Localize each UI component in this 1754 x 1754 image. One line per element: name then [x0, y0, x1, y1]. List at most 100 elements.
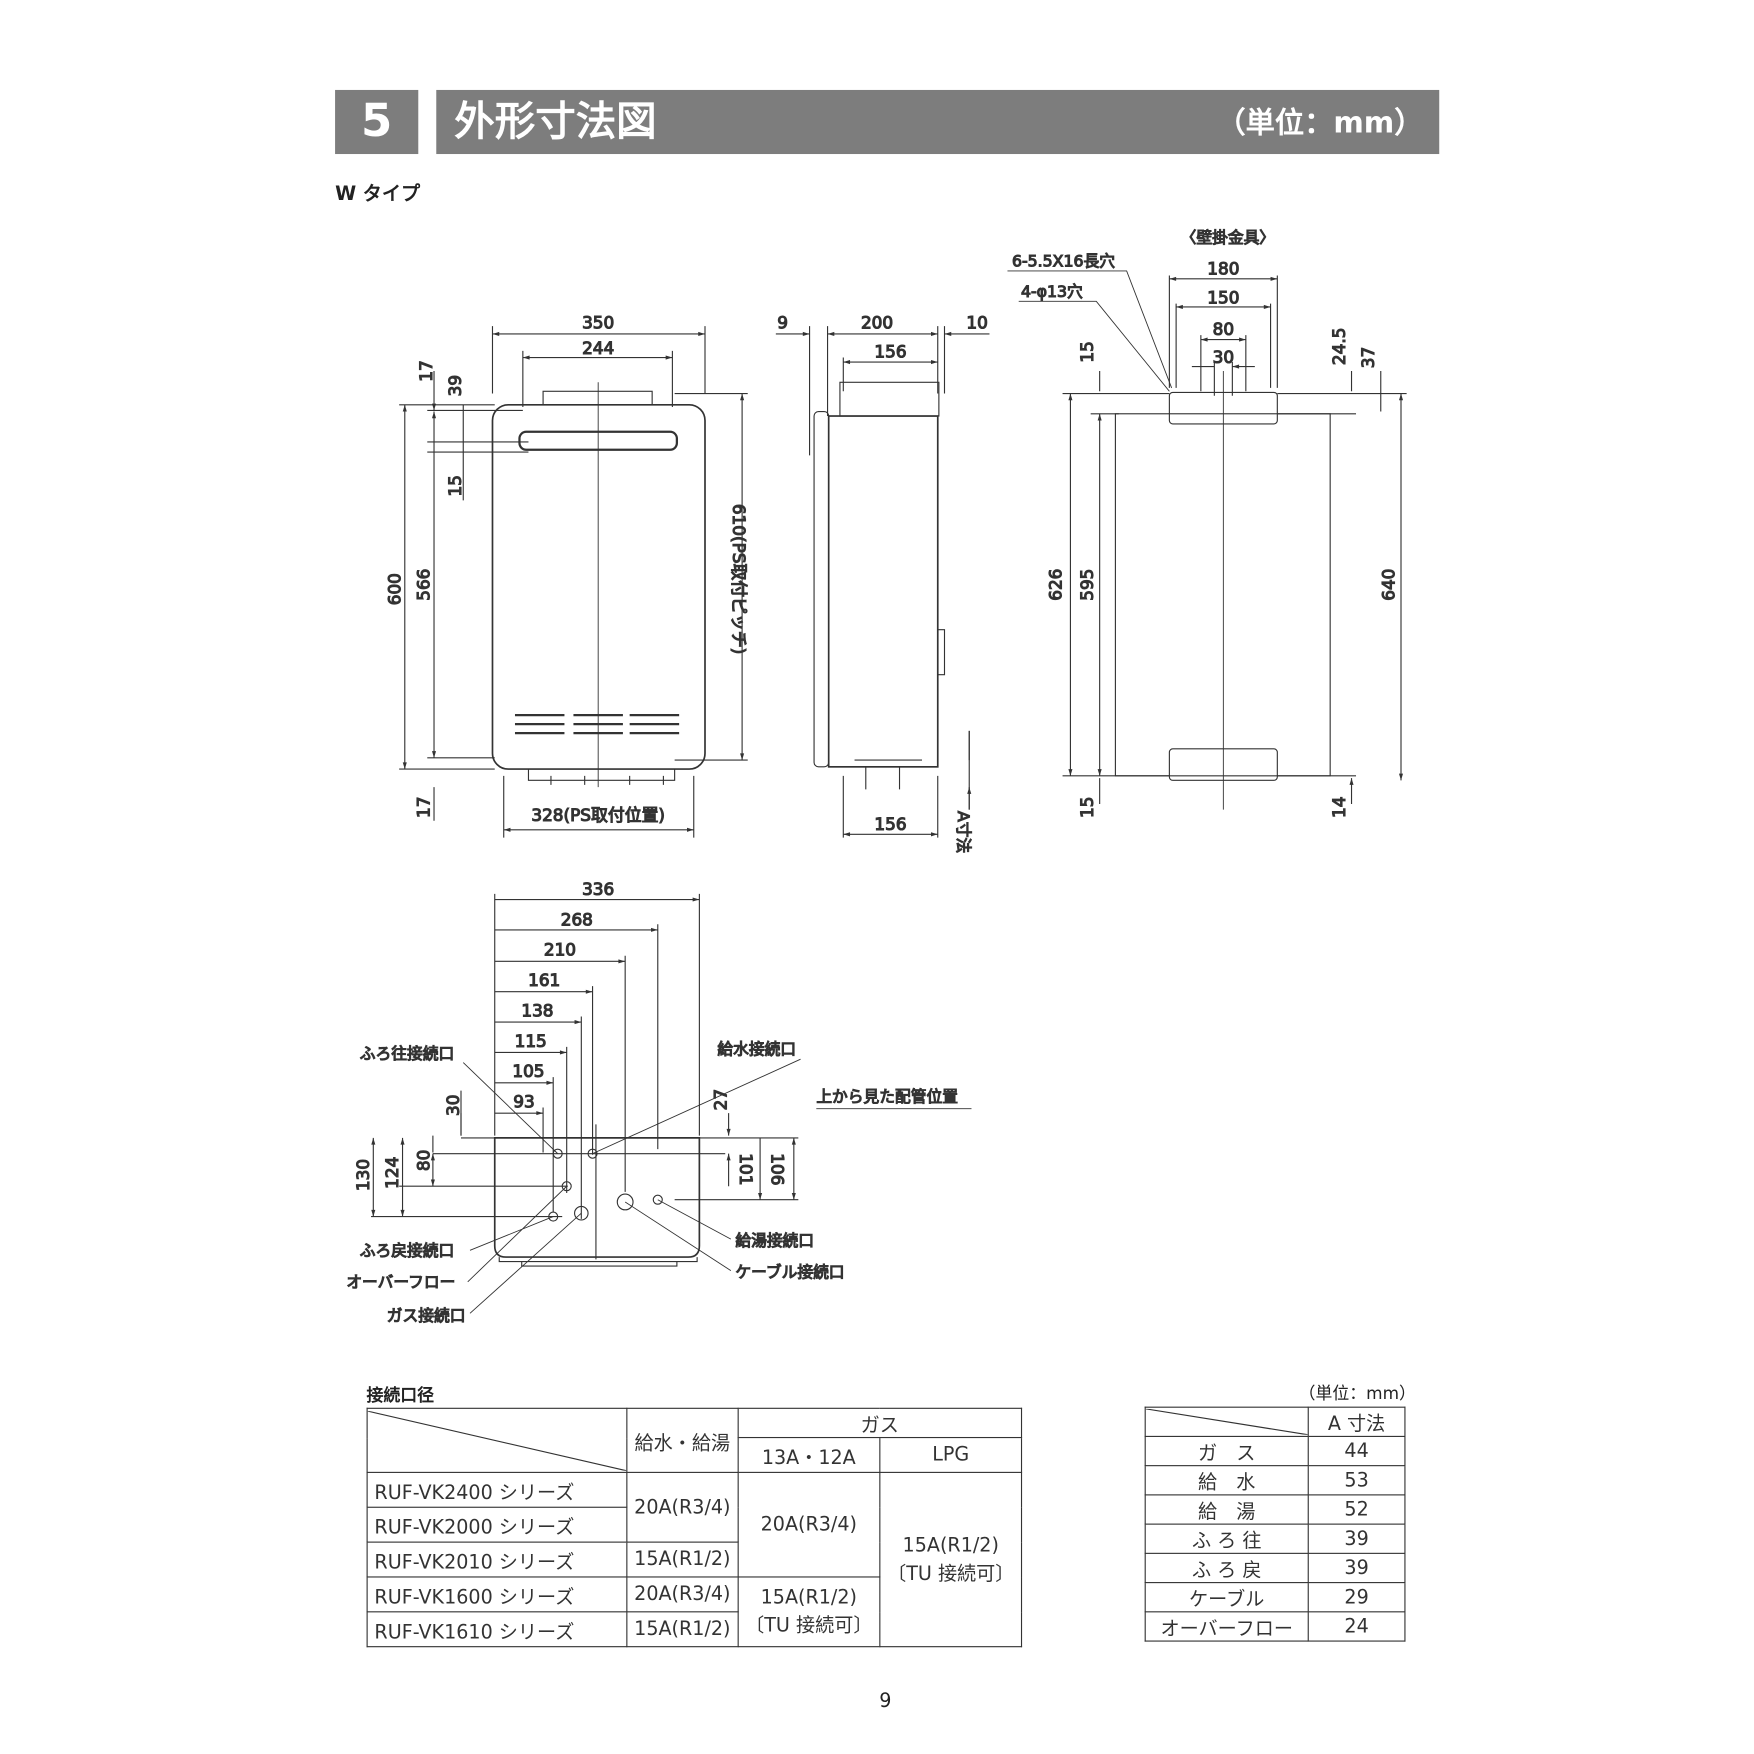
bracket-title: 〈壁掛金具〉 — [1181, 228, 1275, 247]
gas13-size: 15A(R1/2) 〔TU 接続可〕 — [737, 1576, 881, 1648]
dim-37: 37 — [1358, 347, 1378, 368]
dim-80-top: 80 — [414, 1150, 434, 1171]
dim-600: 600 — [384, 573, 404, 605]
dim-39: 39 — [445, 375, 465, 396]
dim-15-top: 15 — [1077, 341, 1097, 362]
dim-244: 244 — [582, 338, 614, 358]
row-value: 29 — [1307, 1582, 1406, 1613]
dim-10: 10 — [966, 312, 987, 332]
dim-268: 268 — [561, 909, 593, 929]
row-name: ケーブル — [1144, 1582, 1309, 1613]
water-size: 20A(R3/4) — [626, 1471, 739, 1543]
section-number: 5 — [335, 89, 419, 155]
table-row: RUF-VK2000 シリーズ — [366, 1506, 1022, 1543]
dim-210: 210 — [544, 940, 576, 960]
row-value: 44 — [1307, 1435, 1406, 1467]
dim-130: 130 — [353, 1159, 373, 1191]
dim-138: 138 — [521, 1000, 553, 1020]
dim-15-vent: 15 — [445, 475, 465, 496]
label-bath-out: ふろ往接続口 — [360, 1044, 454, 1063]
dim-101: 101 — [736, 1153, 756, 1185]
type-subtitle: W タイプ — [335, 183, 421, 206]
dim-93: 93 — [513, 1092, 534, 1112]
side-view: 9 200 10 156 156 A寸法 — [775, 312, 990, 854]
dim-17-bottom: 17 — [414, 797, 434, 818]
row-value: 52 — [1307, 1494, 1406, 1525]
water-size: 15A(R1/2) — [626, 1611, 739, 1648]
diagonal-header-cell — [1144, 1406, 1309, 1437]
dim-15-bottom: 15 — [1077, 797, 1097, 818]
dim-156-top: 156 — [874, 342, 906, 362]
dim-640: 640 — [1378, 569, 1398, 601]
dim-161: 161 — [528, 970, 560, 990]
dim-30: 30 — [1213, 347, 1234, 367]
model-name: RUF-VK1600 シリーズ — [366, 1576, 628, 1613]
dim-156-bottom: 156 — [874, 814, 906, 834]
label-bath-return: ふろ戻接続口 — [360, 1241, 454, 1260]
dim-a: A寸法 — [954, 811, 973, 853]
top-view: 336 268 210 161 138 115 105 93 30 27 130… — [346, 878, 972, 1326]
label-overflow: オーバーフロー — [346, 1272, 455, 1291]
row-name: オーバーフロー — [1144, 1611, 1309, 1642]
dim-14: 14 — [1329, 797, 1349, 818]
table-row: RUF-VK2400 シリーズ 20A(R3/4) 20A(R3/4) 15A(… — [366, 1471, 1023, 1648]
dim-350: 350 — [582, 312, 614, 332]
header-a-dim: A 寸法 — [1307, 1406, 1406, 1437]
row-name: 給 水 — [1144, 1465, 1309, 1496]
dim-30-top: 30 — [443, 1095, 463, 1116]
row-name: 給 湯 — [1144, 1494, 1309, 1525]
model-name: RUF-VK2400 シリーズ — [366, 1471, 628, 1508]
slot-label: 6-5.5X16長穴 — [1012, 251, 1115, 270]
water-size: 20A(R3/4) — [626, 1576, 739, 1613]
hole-label: 4-φ13穴 — [1021, 282, 1083, 301]
a-table-unit: （単位：mm） — [1298, 1383, 1416, 1404]
dimension-drawings: 350 244 17 39 15 600 566 610(PS取付ピッチ) 17… — [346, 227, 1407, 1326]
dim-106: 106 — [767, 1153, 787, 1185]
section-header: 外形寸法図 （単位：mm） — [436, 89, 1440, 155]
bracket-view: 〈壁掛金具〉 6-5.5X16長穴 4-φ13穴 180 150 80 30 1… — [1007, 227, 1407, 819]
dim-336: 336 — [582, 879, 614, 899]
label-gas: ガス接続口 — [387, 1306, 466, 1325]
row-name: ふ ろ 戻 — [1144, 1552, 1309, 1584]
row-name: ガ ス — [1144, 1435, 1309, 1467]
dim-595: 595 — [1077, 569, 1097, 601]
water-size: 15A(R1/2) — [626, 1541, 739, 1578]
dim-115: 115 — [515, 1031, 547, 1051]
unit-label: （単位：mm） — [1216, 106, 1424, 141]
model-name: RUF-VK2000 シリーズ — [366, 1506, 628, 1543]
label-cable: ケーブル接続口 — [735, 1262, 844, 1281]
front-view: 350 244 17 39 15 600 566 610(PS取付ピッチ) 17… — [384, 312, 750, 838]
dim-626: 626 — [1045, 569, 1065, 601]
header-gas-lpg: LPG — [879, 1436, 1023, 1473]
model-name: RUF-VK1610 シリーズ — [366, 1611, 628, 1648]
lpg-size: 15A(R1/2) 〔TU 接続可〕 — [879, 1471, 1023, 1648]
connection-table-title: 接続口径 — [366, 1385, 435, 1406]
dim-105: 105 — [512, 1061, 544, 1081]
dim-9: 9 — [777, 312, 788, 332]
row-value: 53 — [1307, 1465, 1406, 1496]
top-view-title: 上から見た配管位置 — [816, 1087, 958, 1106]
row-value: 39 — [1307, 1523, 1406, 1554]
gas13-size: 20A(R3/4) — [737, 1471, 881, 1578]
model-name: RUF-VK2010 シリーズ — [366, 1541, 628, 1578]
page-title: 外形寸法図 — [454, 98, 657, 146]
dim-200: 200 — [861, 312, 893, 332]
dim-27: 27 — [710, 1089, 730, 1110]
dim-150: 150 — [1207, 288, 1239, 308]
label-water-in: 給水接続口 — [717, 1040, 796, 1059]
label-hot-water: 給湯接続口 — [735, 1231, 814, 1250]
row-name: ふ ろ 往 — [1144, 1523, 1309, 1554]
dim-24-5: 24.5 — [1329, 328, 1349, 366]
row-value: 24 — [1307, 1611, 1406, 1642]
